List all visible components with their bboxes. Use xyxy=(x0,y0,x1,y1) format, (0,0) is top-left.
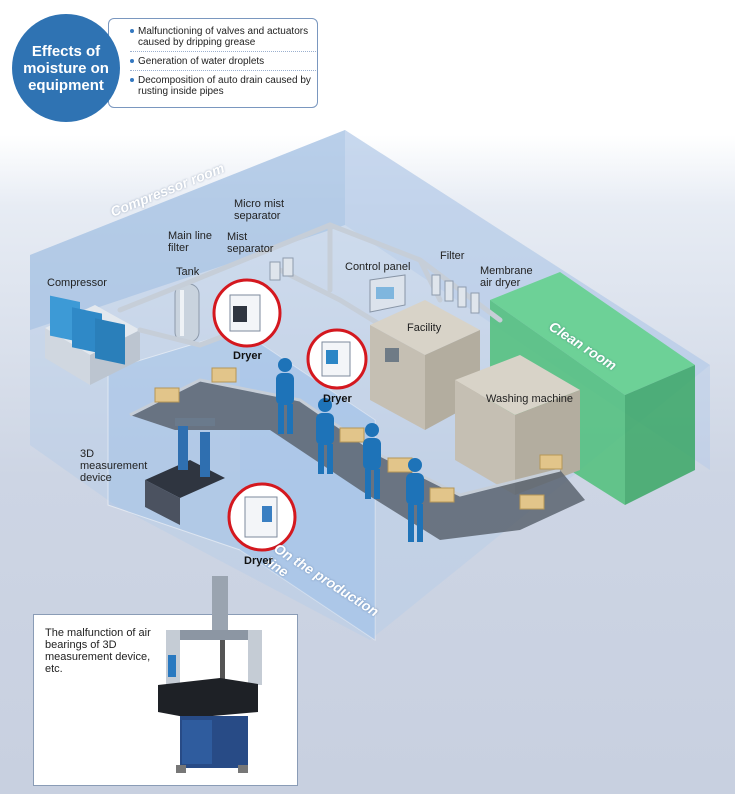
measurement-device-label: 3D measurement device xyxy=(80,448,148,484)
dryer-label-3: Dryer xyxy=(244,555,273,567)
filter-label: Filter xyxy=(440,250,465,262)
measurement-device-small xyxy=(145,418,225,525)
bullet-icon xyxy=(130,59,134,63)
control-panel xyxy=(369,274,406,313)
clean-room-side xyxy=(625,365,695,505)
worker-silhouettes xyxy=(276,358,424,542)
effect-item: Decomposition of auto drain caused by ru… xyxy=(130,75,316,100)
tank xyxy=(174,283,200,343)
effect-item: Generation of water droplets xyxy=(130,56,316,71)
washing-machine-label: Washing machine xyxy=(486,393,574,405)
mist-separator-label: Mist separator xyxy=(227,231,274,255)
bullet-icon xyxy=(130,29,134,33)
filter-units xyxy=(269,257,480,314)
dryer-2 xyxy=(306,328,368,390)
effects-title: Effects of moisture on equipment xyxy=(23,42,109,94)
washing-machine xyxy=(455,355,580,495)
membrane-air-dryer-label: Membrane air dryer xyxy=(480,265,533,289)
effects-title-badge: Effects of moisture on equipment xyxy=(12,14,120,122)
dryer-label-2: Dryer xyxy=(323,393,352,405)
tank-label: Tank xyxy=(176,266,200,278)
compressor-units xyxy=(45,295,140,385)
facility-label: Facility xyxy=(407,322,442,334)
effects-list: Malfunctioning of valves and actuators c… xyxy=(130,26,316,104)
dryer-1 xyxy=(212,278,282,348)
product-boxes xyxy=(154,367,563,510)
effects-list-box xyxy=(108,18,318,108)
clean-room-top xyxy=(490,272,695,395)
caption-text: The malfunction of air bearings of 3D me… xyxy=(45,627,151,675)
effect-item: Malfunctioning of valves and actuators c… xyxy=(130,26,316,52)
control-panel-label: Control panel xyxy=(345,261,411,273)
micro-mist-separator-label: Micro mist separator xyxy=(234,198,285,222)
compressor-label: Compressor xyxy=(47,277,107,289)
bullet-icon xyxy=(130,78,134,82)
dryer-3 xyxy=(227,482,297,552)
back-wall xyxy=(30,130,345,330)
main-line-filter-label: Main line filter xyxy=(168,230,213,254)
dryer-label-1: Dryer xyxy=(233,350,262,362)
